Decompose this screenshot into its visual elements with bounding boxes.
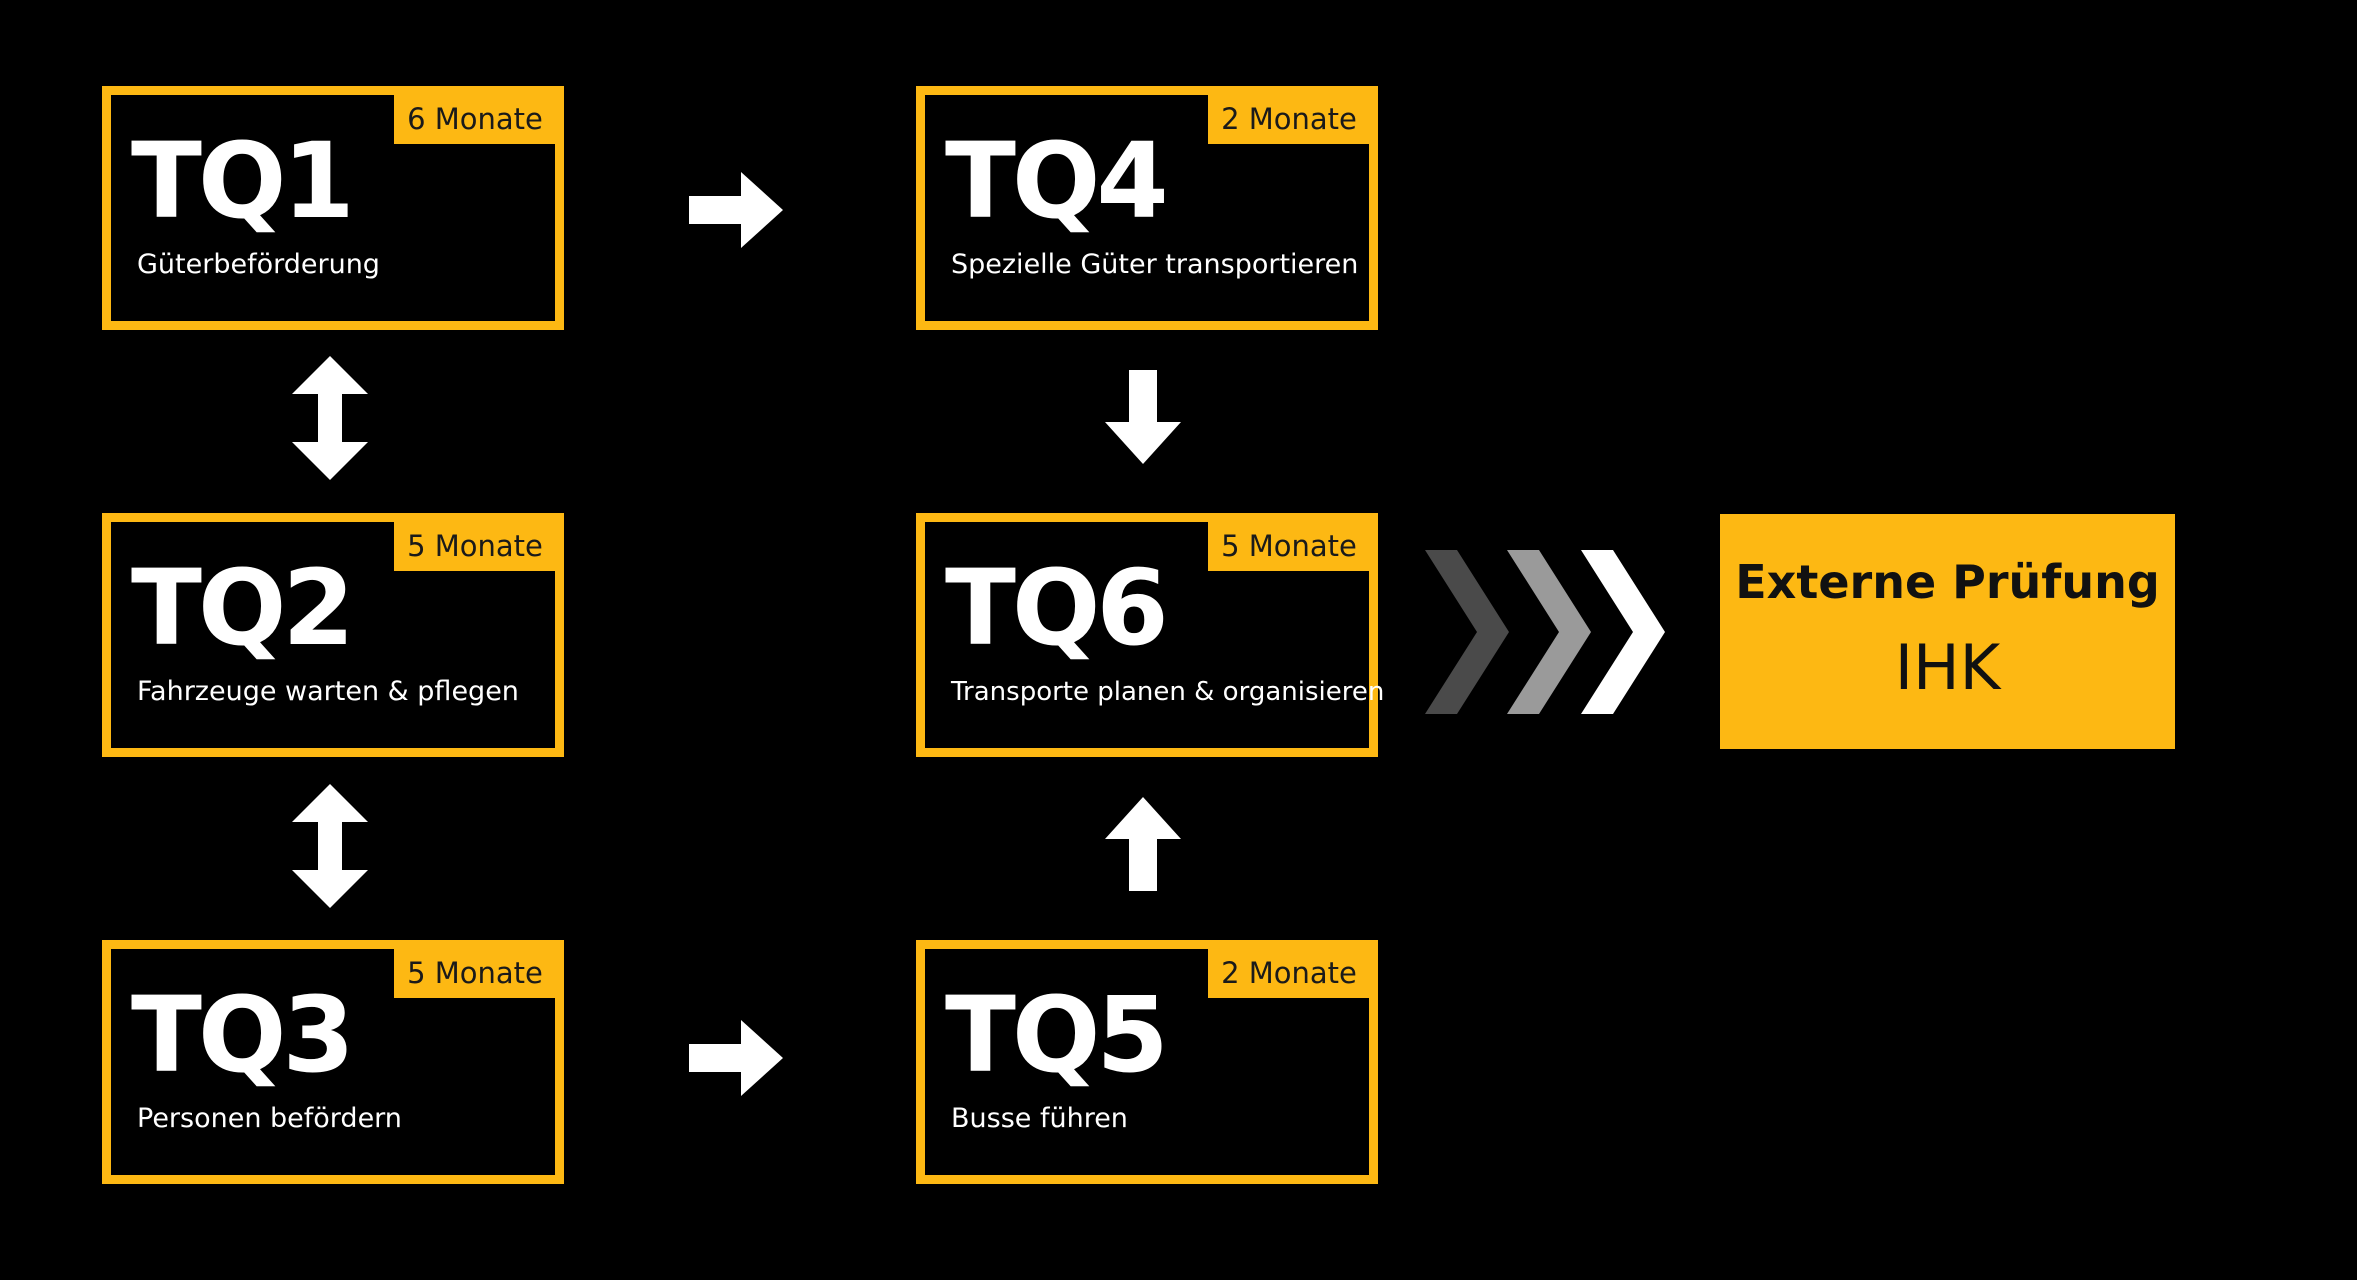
double-arrow-vertical-icon (292, 784, 368, 908)
triple-chevron-icon (1425, 550, 1665, 714)
module-box-tq6: 5 Monate TQ6 Transporte planen & organis… (916, 513, 1384, 757)
exam-subtitle: IHK (1894, 631, 2001, 704)
module-id: TQ2 (131, 547, 355, 669)
module-box-tq2: 5 Monate TQ2 Fahrzeuge warten & pflegen (102, 513, 564, 757)
exam-title: Externe Prüfung (1735, 555, 2160, 609)
module-subtitle: Busse führen (951, 1103, 1128, 1134)
duration-badge: 5 Monate (394, 948, 556, 998)
chevron-light (1581, 550, 1665, 714)
module-id: TQ5 (945, 974, 1169, 1096)
module-id: TQ3 (131, 974, 355, 1096)
module-id: TQ1 (131, 120, 355, 242)
module-subtitle: Güterbeförderung (137, 249, 380, 280)
module-id: TQ6 (945, 547, 1169, 669)
duration-badge: 2 Monate (1208, 948, 1370, 998)
module-box-tq4: 2 Monate TQ4 Spezielle Güter transportie… (916, 86, 1378, 330)
duration-badge: 5 Monate (1208, 521, 1370, 571)
module-id: TQ4 (945, 120, 1169, 242)
arrow-right-icon (689, 1020, 783, 1096)
module-box-tq5: 2 Monate TQ5 Busse führen (916, 940, 1378, 1184)
arrow-up-icon (1105, 797, 1181, 891)
arrow-down-icon (1105, 370, 1181, 464)
external-exam-box: Externe Prüfung IHK (1720, 514, 2175, 749)
duration-badge: 6 Monate (394, 94, 556, 144)
chevron-mid (1507, 550, 1591, 714)
module-subtitle: Personen befördern (137, 1103, 402, 1134)
module-box-tq1: 6 Monate TQ1 Güterbeförderung (102, 86, 564, 330)
chevron-dark (1425, 550, 1509, 714)
module-subtitle: Transporte planen & organisieren (951, 677, 1385, 707)
duration-badge: 2 Monate (1208, 94, 1370, 144)
module-subtitle: Spezielle Güter transportieren (951, 249, 1359, 280)
duration-badge: 5 Monate (394, 521, 556, 571)
module-subtitle: Fahrzeuge warten & pflegen (137, 676, 519, 707)
double-arrow-vertical-icon (292, 356, 368, 480)
arrow-right-icon (689, 172, 783, 248)
module-box-tq3: 5 Monate TQ3 Personen befördern (102, 940, 564, 1184)
